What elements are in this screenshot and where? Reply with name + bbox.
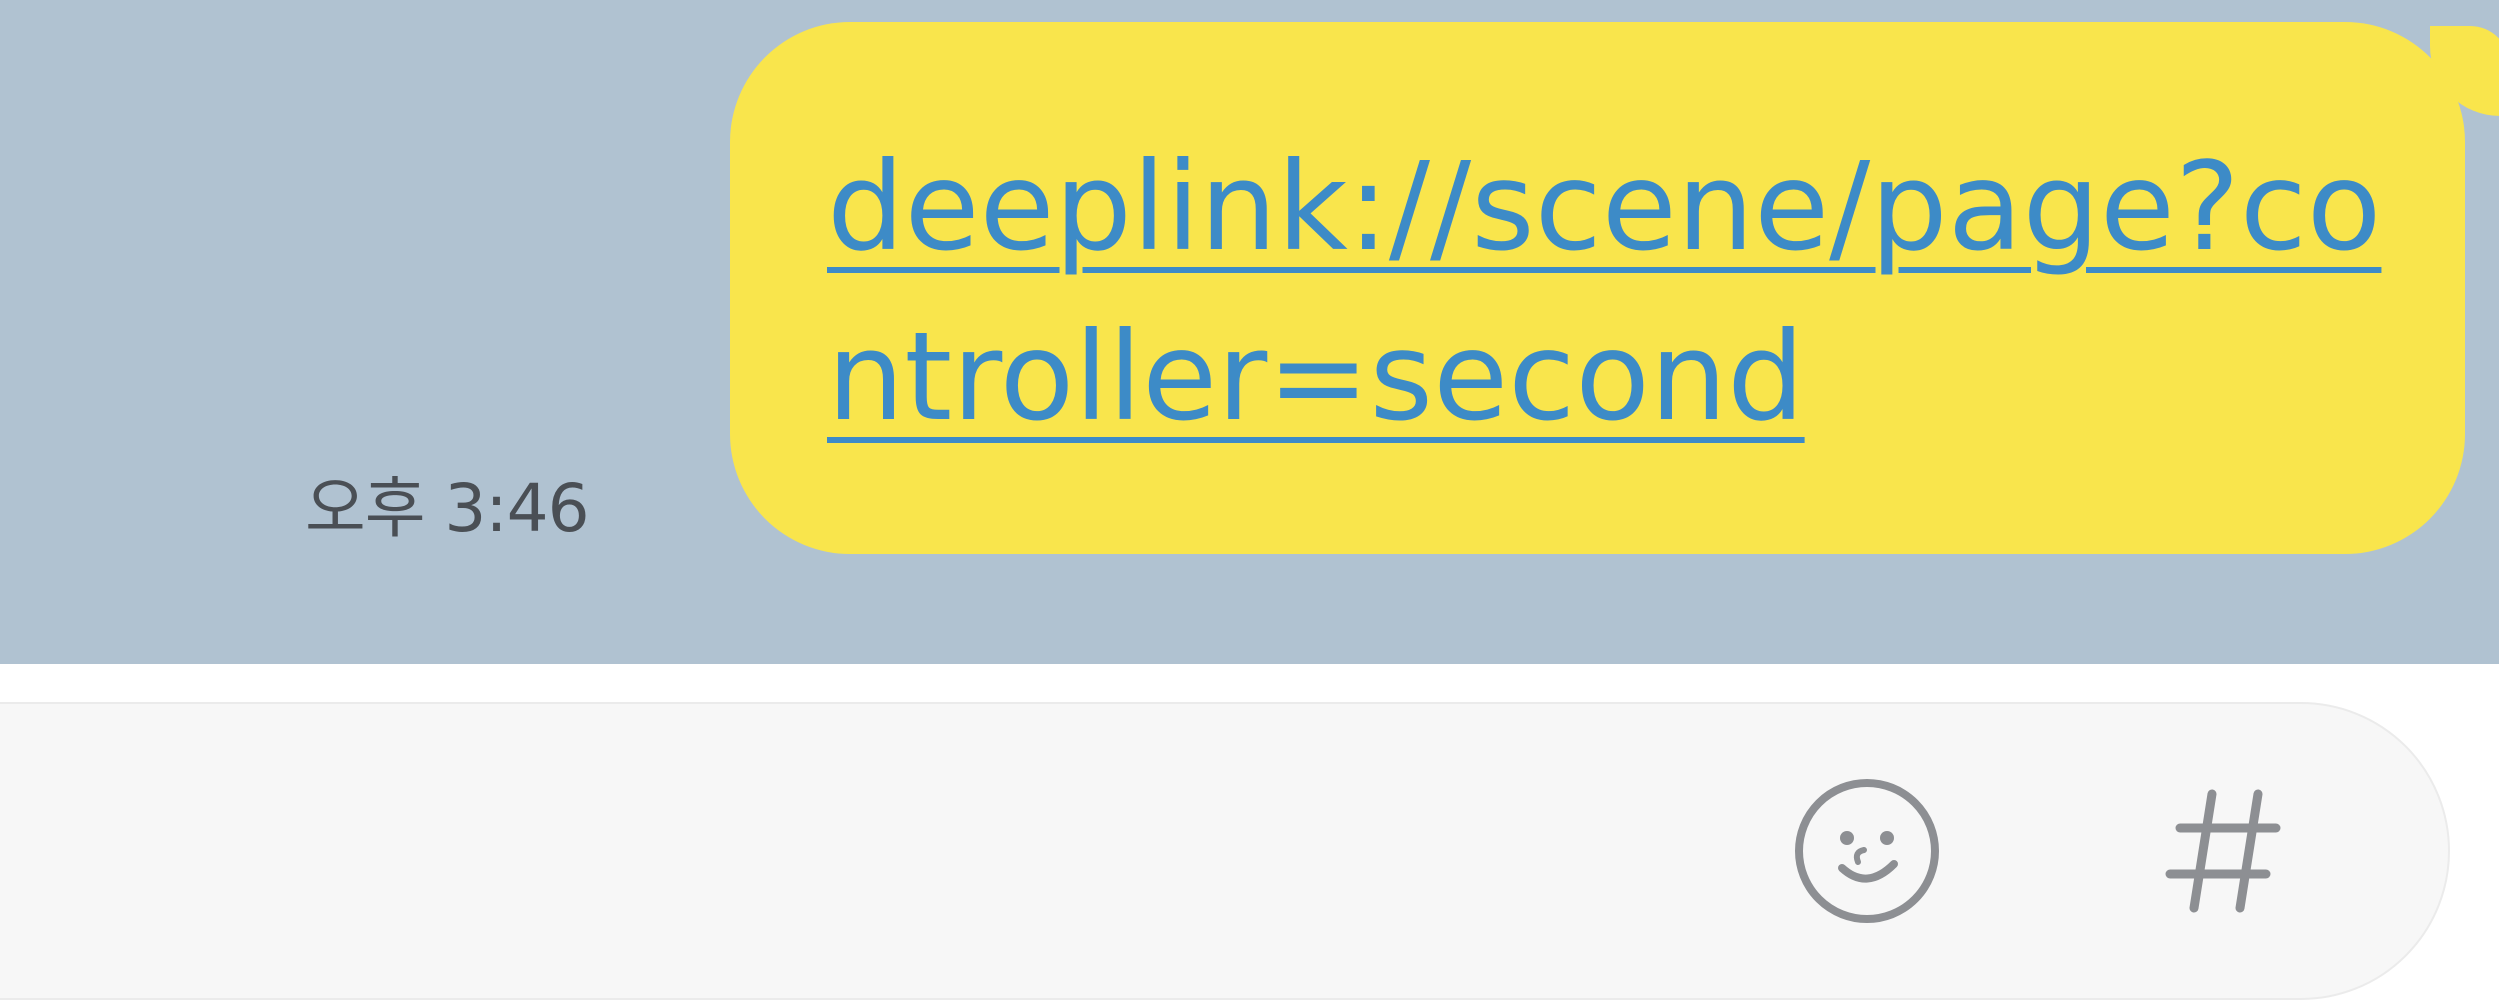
hashtag-button[interactable] — [2162, 786, 2282, 916]
emoji-button[interactable] — [1792, 776, 1942, 926]
message-bubble[interactable]: deeplink://scene/page?controller=second — [730, 22, 2465, 554]
message-input[interactable] — [22, 764, 1726, 926]
message-input-bar — [0, 702, 2450, 1000]
smiley-icon — [1795, 779, 1939, 923]
hash-icon — [2165, 789, 2281, 913]
message-timestamp: 오후 3:46 — [305, 470, 590, 547]
chat-area: deeplink://scene/page?controller=second … — [0, 0, 2499, 664]
divider — [0, 664, 2499, 702]
message-link[interactable]: deeplink://scene/page?controller=second — [827, 136, 2382, 448]
